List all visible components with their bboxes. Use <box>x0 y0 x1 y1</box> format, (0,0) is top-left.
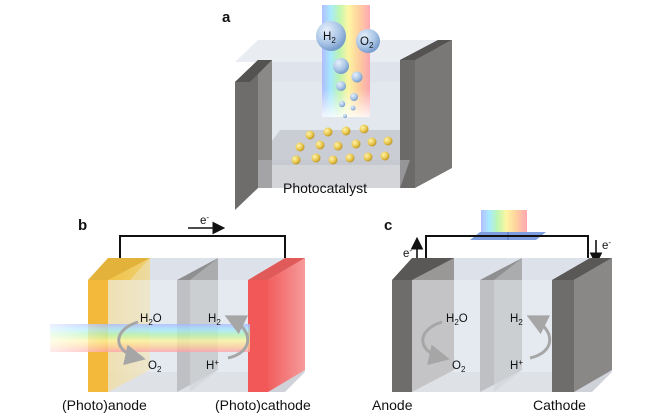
electron-label-b: e- <box>200 213 209 227</box>
bubble <box>350 93 358 101</box>
panel-b: b e- H2O O2 H2 H+ (Photo)anode ( <box>50 213 311 413</box>
anode-oxygen-label: O2 <box>148 360 162 374</box>
photocathode-top <box>248 258 305 280</box>
bubble-o2 <box>356 29 380 53</box>
particle <box>345 153 355 163</box>
tank-right-wall-top <box>400 40 452 60</box>
cathode-top <box>552 258 612 280</box>
anode-c-oxygen-label: O2 <box>452 360 466 374</box>
bubble <box>336 81 346 91</box>
cathode-label: Cathode <box>533 397 586 413</box>
anode-c-water-label: H2O <box>446 313 468 327</box>
bubble-o2-label: O2 <box>360 36 374 50</box>
tank-right-wall-front <box>400 60 415 188</box>
panel-a: a H2 O2 <box>222 5 452 210</box>
cathode-reaction-arrow <box>224 315 250 360</box>
circuit-wire-c <box>425 235 589 272</box>
light-beam-c <box>481 210 527 235</box>
particle <box>380 151 390 161</box>
particle <box>305 130 315 140</box>
anode-c-reaction-arrow <box>421 320 450 366</box>
photocathode-side <box>268 258 305 392</box>
tank-left-wall-top <box>235 60 272 82</box>
particle <box>367 137 377 147</box>
electron-label-c-left: e- <box>403 246 412 260</box>
panel-c-letter: c <box>384 217 392 234</box>
anode-reaction-arrow <box>117 320 146 366</box>
cathode-c-hydrogen-label: H2 <box>510 313 523 327</box>
particle <box>291 155 301 165</box>
particle <box>351 139 361 149</box>
panel-b-letter: b <box>78 217 87 234</box>
particle <box>359 124 369 134</box>
bubble-h2 <box>316 21 346 51</box>
bubble <box>343 114 347 118</box>
bubble <box>338 100 346 108</box>
circuit-wire-b <box>119 235 286 272</box>
electron-label-c-right: e- <box>602 238 611 252</box>
bubble-h2-label: H2 <box>323 31 336 45</box>
tank-front-lower <box>258 160 410 188</box>
particle <box>311 153 321 163</box>
bubble <box>351 71 363 83</box>
particle <box>323 127 333 137</box>
particle <box>341 126 351 136</box>
cathode-face <box>552 280 574 392</box>
tank-right-wall-side <box>415 40 452 188</box>
particle <box>383 136 393 146</box>
anode-face <box>392 280 412 392</box>
cathode-c-proton-label: H+ <box>510 358 523 372</box>
bubble <box>350 105 356 111</box>
particle <box>333 141 343 151</box>
cathode-hydrogen-label: H2 <box>208 313 221 327</box>
panel-c: c e- e- H2O O2 H2 H+ <box>372 210 612 413</box>
tank-left-wall-front <box>235 60 258 210</box>
panel-a-letter: a <box>222 9 231 26</box>
photocathode-face <box>248 280 268 392</box>
anode-label: Anode <box>372 397 413 413</box>
cell-c-front-glass <box>412 280 552 392</box>
particle <box>328 155 338 165</box>
particle <box>295 142 305 152</box>
particle <box>363 152 373 162</box>
light-beam-b-fade <box>50 324 250 352</box>
cathode-proton-label: H+ <box>206 358 219 372</box>
particle <box>315 140 325 150</box>
panel-a-caption: Photocatalyst <box>283 180 367 196</box>
photocatalyst-particles <box>291 124 393 165</box>
cathode-c-reaction-arrow <box>526 315 552 360</box>
cathode-side <box>574 258 612 392</box>
tank-left-wall-face <box>258 60 272 188</box>
photocathode-label: (Photo)cathode <box>215 397 311 413</box>
photoanode-label: (Photo)anode <box>62 397 147 413</box>
bubble <box>333 58 349 74</box>
anode-water-label: H2O <box>140 313 162 327</box>
